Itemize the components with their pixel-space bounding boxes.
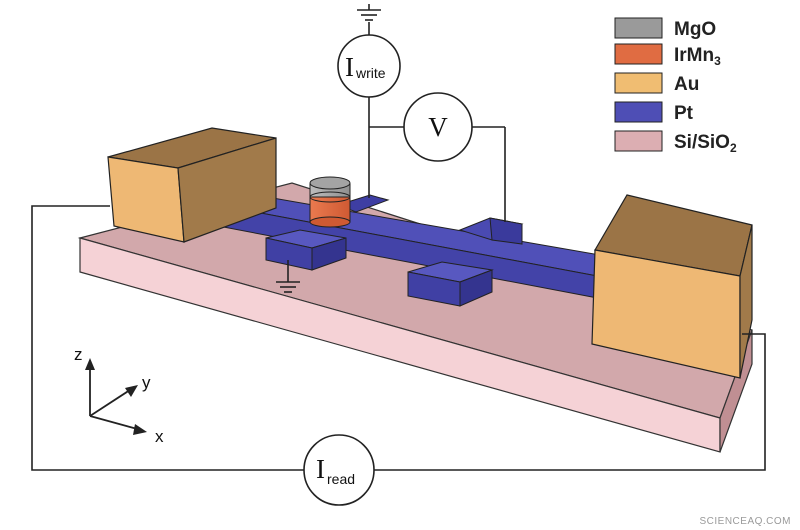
svg-text:Si/SiO2: Si/SiO2 (674, 132, 737, 155)
legend-label-irmn3: IrMn (674, 45, 714, 66)
legend-swatch-si-sio2 (614, 130, 663, 152)
legend-swatch-pt (614, 101, 663, 123)
write-current-source: I write (337, 34, 401, 98)
legend-label-si-sio2: Si/SiO (674, 132, 730, 153)
legend: MgO IrMn3 Au Pt Si/SiO2 (614, 17, 737, 155)
ground-symbol-top (357, 4, 381, 21)
voltmeter: V (403, 92, 473, 162)
legend-item-irmn3: IrMn3 (614, 43, 721, 68)
legend-item-si-sio2: Si/SiO2 (614, 130, 737, 155)
legend-item-pt: Pt (614, 101, 694, 124)
au-pad-right (591, 194, 753, 379)
svg-text:IrMn3: IrMn3 (674, 45, 721, 68)
pt-arm-back-right-face (489, 217, 523, 245)
y-axis-label: y (142, 373, 151, 392)
legend-swatch-mgo (614, 17, 663, 39)
svg-text:Pt: Pt (674, 103, 694, 124)
legend-swatch-irmn3 (614, 43, 663, 65)
legend-label-irmn3-sub: 3 (714, 54, 721, 68)
legend-label-mgo: MgO (674, 19, 716, 40)
read-current-source: I read (303, 434, 375, 506)
legend-label-au: Au (674, 74, 699, 95)
legend-swatch-au (614, 72, 663, 94)
legend-item-mgo: MgO (614, 17, 716, 40)
ground-symbol-bottom (276, 281, 300, 293)
write-source-subscript: write (355, 65, 386, 81)
watermark: SCIENCEAQ.COM (699, 516, 791, 527)
circuit-wires (31, 22, 766, 471)
mgo-top (309, 176, 351, 190)
legend-label-pt: Pt (674, 103, 694, 124)
svg-text:Au: Au (674, 74, 699, 95)
svg-text:MgO: MgO (674, 19, 716, 40)
pillar (309, 176, 351, 228)
legend-item-au: Au (614, 72, 699, 95)
au-pad-left (107, 127, 277, 243)
coordinate-axes: z y x (74, 345, 164, 446)
write-source-label: I (345, 52, 354, 82)
read-source-label: I (316, 454, 325, 484)
voltmeter-label: V (428, 112, 448, 142)
z-axis-label: z (74, 345, 83, 364)
legend-label-si-sio2-sub: 2 (730, 141, 737, 155)
pt-arm-front-left-side (311, 237, 347, 271)
read-source-subscript: read (327, 471, 355, 487)
pt-arm-front-right-side (459, 269, 493, 307)
x-axis-label: x (155, 427, 164, 446)
